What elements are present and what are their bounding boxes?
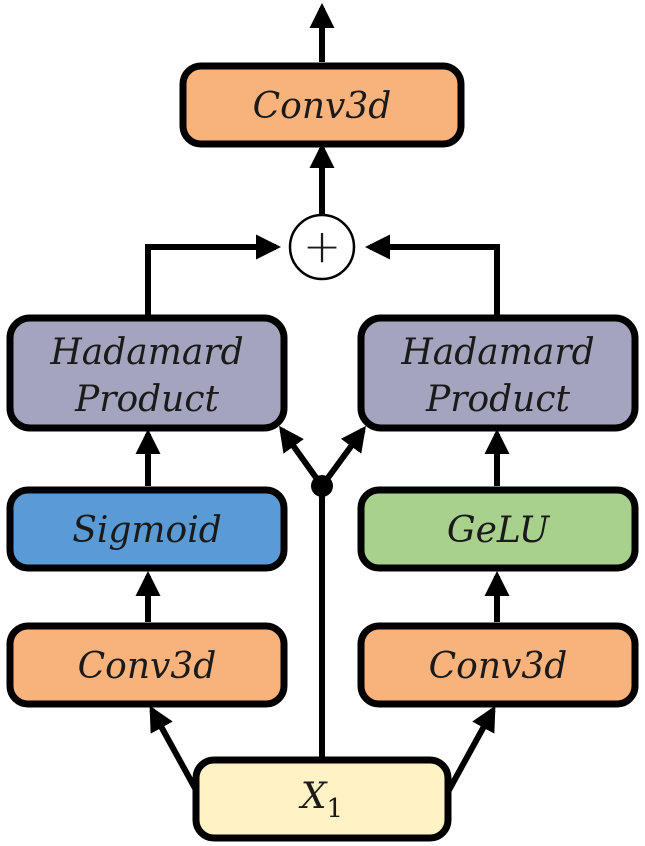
right-conv3d-box <box>357 622 639 708</box>
right-hadamard-to-sum-arrow <box>364 234 500 316</box>
right-conv3d-block: Conv3d <box>357 622 639 708</box>
right-hadamard-label-line2: Product <box>425 379 570 420</box>
gelu-box <box>357 486 639 572</box>
gelu-label: GeLU <box>447 510 551 551</box>
junction-dot <box>311 475 333 497</box>
left-hadamard-to-sum-arrow <box>145 234 282 316</box>
input-block: X1 <box>192 756 452 842</box>
junction-to-right-hadamard-arrow <box>319 425 366 488</box>
sum-symbol: + <box>303 219 342 273</box>
left-hadamard-block: Hadamard Product <box>6 314 288 432</box>
input-label-subscript: 1 <box>327 794 344 824</box>
left-hadamard-label-line1: Hadamard <box>49 332 243 373</box>
input-label: X1 <box>298 776 343 824</box>
sigmoid-box <box>6 486 288 572</box>
right-hadamard-block: Hadamard Product <box>357 314 639 432</box>
top-conv3d-label: Conv3d <box>253 86 392 127</box>
top-conv3d-block: Conv3d <box>179 62 465 148</box>
input-to-left-conv-arrow <box>149 705 199 792</box>
input-to-right-conv-arrow <box>446 705 496 792</box>
input-box <box>192 756 452 842</box>
right-conv3d-label: Conv3d <box>429 646 568 687</box>
input-label-main: X <box>298 776 328 817</box>
junction-to-left-hadamard-arrow <box>279 425 325 488</box>
sum-circle <box>288 213 356 281</box>
sum-operator: + <box>288 213 356 281</box>
sigmoid-block: Sigmoid <box>6 486 288 572</box>
sigmoid-label: Sigmoid <box>72 510 222 551</box>
right-hadamard-label-line1: Hadamard <box>400 332 594 373</box>
left-hadamard-label-line2: Product <box>74 379 219 420</box>
right-hadamard-box <box>357 314 639 432</box>
left-conv3d-label: Conv3d <box>78 646 217 687</box>
left-hadamard-box <box>6 314 288 432</box>
left-conv3d-block: Conv3d <box>6 622 288 708</box>
gelu-block: GeLU <box>357 486 639 572</box>
top-conv3d-box <box>179 62 465 148</box>
left-conv3d-box <box>6 622 288 708</box>
